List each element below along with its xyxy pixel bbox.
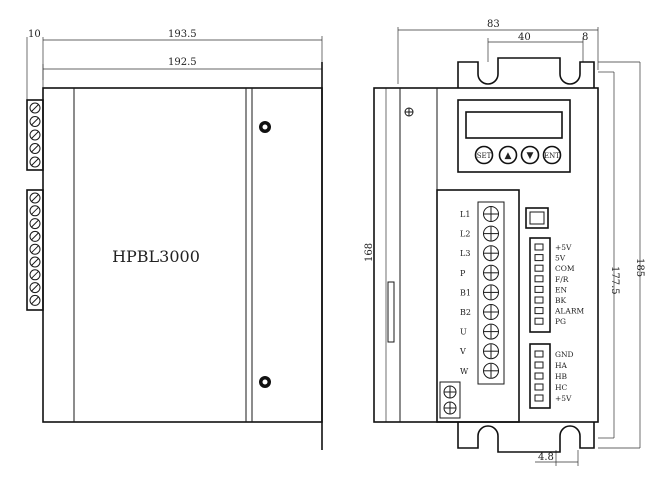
signal-terminal-label: COM bbox=[555, 264, 575, 273]
power-terminal-label: B1 bbox=[460, 288, 471, 297]
keypad-button-label: ENT bbox=[544, 152, 560, 160]
signal-pin bbox=[534, 296, 544, 304]
model-label: HPBL3000 bbox=[112, 247, 200, 266]
lcd-display bbox=[465, 111, 563, 139]
power-terminal-label: B2 bbox=[460, 308, 471, 317]
power-terminal-screw bbox=[483, 245, 499, 262]
signal-terminal-label: +5V bbox=[555, 243, 572, 252]
dim-label-side-body: 192.5 bbox=[168, 57, 197, 68]
dim-label-side-offset: 10 bbox=[28, 29, 41, 40]
front-view: 83 40 8 168 177.5 185 4.8 SET ▲ ▼ ENT bbox=[364, 19, 645, 466]
front-flange-top bbox=[457, 57, 595, 88]
side-terminal-block-upper bbox=[26, 99, 44, 171]
keypad-button[interactable]: ▲ bbox=[498, 145, 518, 165]
signal-terminal-label: ALARM bbox=[554, 307, 584, 316]
dim-label-front-total-width: 83 bbox=[487, 19, 500, 30]
hall-terminal-label: HC bbox=[555, 383, 568, 392]
dim-label-front-body-height: 168 bbox=[364, 243, 375, 262]
side-view: 10 193.5 192.5 HPBL3000 bbox=[26, 29, 323, 450]
power-terminal-label: P bbox=[460, 269, 466, 278]
signal-pin bbox=[534, 285, 544, 293]
power-terminal-screw bbox=[483, 304, 499, 320]
side-terminal-screw bbox=[29, 143, 41, 154]
power-terminal-label: L3 bbox=[460, 249, 470, 258]
dim-label-front-total-height: 185 bbox=[634, 258, 645, 277]
signal-terminal-label: BK bbox=[555, 296, 567, 305]
power-terminal-screw bbox=[483, 264, 499, 281]
side-terminal-screw bbox=[29, 129, 41, 141]
keypad-button-label: ▼ bbox=[527, 151, 534, 161]
hall-connector bbox=[529, 343, 551, 409]
side-terminal-screw bbox=[29, 294, 41, 306]
keypad-button-label: ▲ bbox=[505, 151, 512, 161]
signal-connector bbox=[529, 237, 551, 333]
dim-label-front-flange-offset: 8 bbox=[582, 32, 588, 43]
hall-pin bbox=[534, 350, 544, 358]
power-terminal-label: L2 bbox=[460, 230, 470, 239]
hall-terminal-label: HB bbox=[555, 372, 568, 381]
keypad-button[interactable]: ▼ bbox=[520, 145, 540, 165]
power-terminal-screw bbox=[483, 225, 499, 242]
hall-terminal-label: GND bbox=[555, 350, 574, 359]
front-dimension-lines bbox=[385, 27, 641, 466]
keypad-button-label: SET bbox=[477, 152, 492, 160]
dim-label-bottom-slot: 4.8 bbox=[538, 452, 554, 463]
keypad-panel: SET ▲ ▼ ENT bbox=[457, 99, 571, 173]
keypad-button[interactable]: ENT bbox=[542, 145, 562, 165]
power-terminal-label: L1 bbox=[460, 210, 470, 219]
power-terminal-screw bbox=[483, 284, 499, 301]
signal-pin bbox=[534, 243, 544, 251]
power-terminal-screw bbox=[483, 323, 499, 340]
power-terminal-label: U bbox=[460, 328, 467, 337]
side-terminal-screw bbox=[29, 116, 41, 127]
rj45-port bbox=[525, 207, 549, 229]
signal-pin bbox=[534, 317, 544, 325]
signal-pin bbox=[534, 254, 544, 262]
front-flange-bottom bbox=[457, 422, 595, 453]
signal-terminal-label: EN bbox=[555, 285, 567, 294]
hall-terminal-label: HA bbox=[555, 361, 568, 370]
signal-pin bbox=[534, 275, 544, 283]
front-screw-top bbox=[404, 107, 414, 117]
power-terminal-screw bbox=[483, 343, 499, 360]
side-terminal-screw bbox=[29, 218, 41, 230]
side-terminal-screw bbox=[29, 243, 41, 255]
dim-label-front-mount-pitch: 177.5 bbox=[609, 266, 620, 295]
dim-label-front-connector-width: 40 bbox=[518, 32, 531, 43]
power-terminal-label: W bbox=[460, 367, 469, 376]
signal-terminal-label: F/R bbox=[555, 275, 569, 284]
keypad-button[interactable]: SET bbox=[474, 145, 494, 165]
side-screw-bottom bbox=[259, 376, 271, 388]
hall-pin bbox=[534, 361, 544, 369]
side-screw-top bbox=[259, 121, 271, 133]
hall-pin bbox=[534, 372, 544, 380]
power-terminal-screw bbox=[483, 362, 499, 379]
side-terminal-screw bbox=[29, 282, 41, 294]
side-terminal-screw bbox=[29, 256, 41, 268]
hall-pin bbox=[534, 394, 544, 402]
side-dimension-lines bbox=[26, 36, 323, 100]
dim-label-side-total: 193.5 bbox=[168, 29, 197, 40]
side-terminal-screw bbox=[29, 230, 41, 242]
hall-terminal-label: +5V bbox=[555, 394, 572, 403]
hall-pin bbox=[534, 383, 544, 391]
side-terminal-screw bbox=[29, 192, 41, 204]
signal-terminal-label: 5V bbox=[555, 254, 566, 263]
signal-terminal-label: PG bbox=[555, 317, 566, 326]
side-terminal-screw bbox=[29, 269, 41, 281]
signal-pin bbox=[534, 264, 544, 272]
power-terminal-label: V bbox=[459, 347, 466, 356]
power-terminal-panel bbox=[436, 189, 520, 423]
side-terminal-screw bbox=[29, 156, 41, 168]
side-terminal-screw bbox=[29, 205, 41, 217]
side-terminal-block-lower bbox=[26, 189, 44, 311]
side-terminal-screw bbox=[29, 102, 41, 114]
signal-pin bbox=[534, 307, 544, 315]
power-terminal-screw bbox=[483, 206, 499, 222]
